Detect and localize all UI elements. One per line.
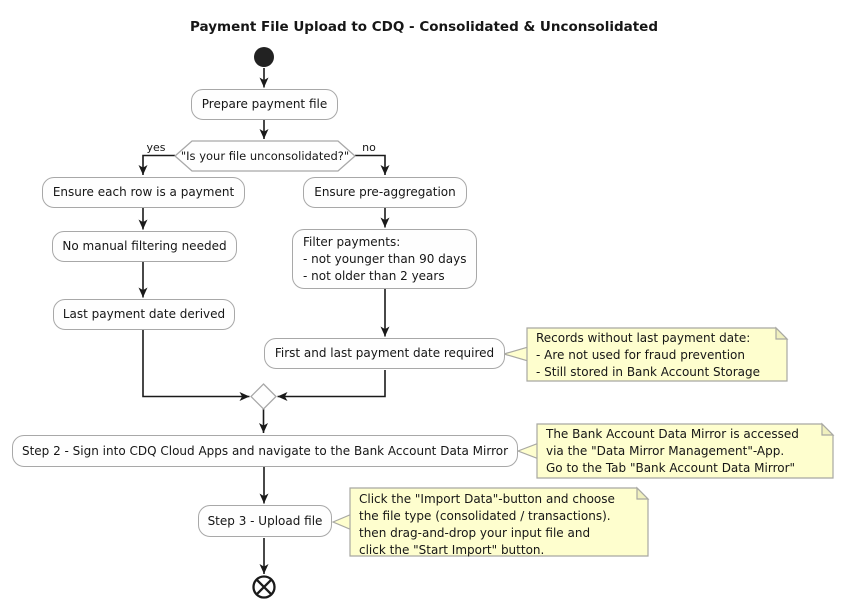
note-bank-account-data-mirror-access: The Bank Account Data Mirror is accessed… xyxy=(546,427,799,475)
note1-pointer xyxy=(501,346,529,362)
edge-decision-no xyxy=(355,154,390,175)
note1-fold-icon xyxy=(775,326,789,340)
activity-prepare-payment-file: Prepare payment file xyxy=(191,89,338,120)
merge-diamond-icon xyxy=(250,383,277,410)
activity-ensure-pre-aggregation: Ensure pre-aggregation xyxy=(303,177,467,208)
edge-label-no: no xyxy=(362,141,376,154)
activity-step3-upload-file: Step 3 - Upload file xyxy=(198,505,332,537)
start-node-icon xyxy=(254,47,274,67)
note2-fold-icon xyxy=(821,422,835,436)
note-import-data-instructions: Click the "Import Data"-button and choos… xyxy=(359,492,615,557)
note-bodies xyxy=(349,326,835,557)
edge-lastderived-to-merge xyxy=(142,330,250,401)
note2-body xyxy=(536,423,834,479)
note3-fold-icon xyxy=(636,486,650,500)
note1-body xyxy=(526,327,788,382)
activity-no-manual-filtering: No manual filtering needed xyxy=(52,231,237,262)
connectors xyxy=(138,68,390,574)
note-records-without-last-payment-date: Records without last payment date: - Are… xyxy=(536,331,760,379)
note3-pointer xyxy=(331,513,353,531)
activity-filter-payments: Filter payments: - not younger than 90 d… xyxy=(292,229,477,289)
end-node-icon xyxy=(252,575,276,599)
diagram-title: Payment File Upload to CDQ - Consolidate… xyxy=(189,19,659,35)
decision-hexagon xyxy=(174,140,356,172)
activity-last-payment-date-derived: Last payment date derived xyxy=(53,299,235,330)
note3-body xyxy=(349,487,649,557)
decision-question-label: "Is your file unconsolidated?" xyxy=(180,149,350,163)
edge-label-yes: yes xyxy=(146,141,166,154)
note2-pointer xyxy=(516,442,540,460)
activity-first-last-payment-date: First and last payment date required xyxy=(264,338,505,369)
activity-step2-sign-into-cdq: Step 2 - Sign into CDQ Cloud Apps and na… xyxy=(12,435,518,467)
edge-decision-yes xyxy=(138,154,175,175)
activity-ensure-each-row: Ensure each row is a payment xyxy=(42,177,245,208)
edge-firstlast-to-merge xyxy=(277,370,386,401)
